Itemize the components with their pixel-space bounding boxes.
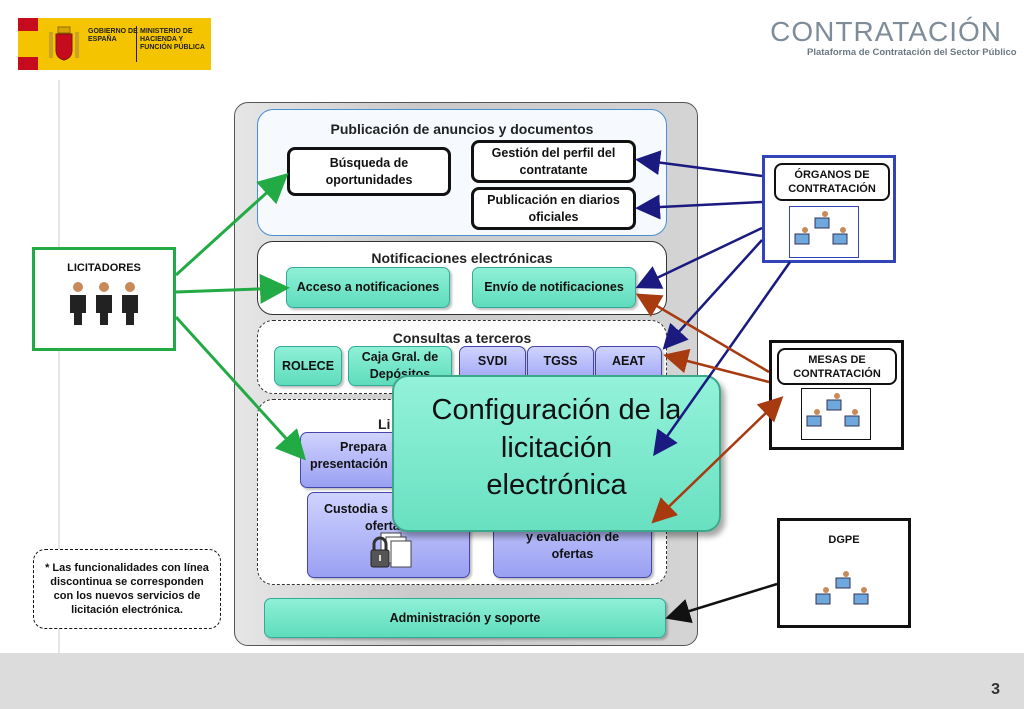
brand-logo: CONTRATACIÓN: [770, 16, 1002, 47]
configuracion-line-2: licitación: [500, 432, 613, 464]
mesas-workstations-icon: [801, 388, 871, 440]
gov-divider: [136, 26, 137, 62]
spain-flag-icon: [18, 18, 38, 70]
section-licitacion-title: Li: [378, 416, 391, 432]
mesas-label: MESAS DE CONTRATACIÓN: [777, 348, 897, 385]
brand-subtitle: Plataforma de Contratación del Sector Pú…: [807, 47, 1017, 58]
section-consultas-title: Consultas a terceros: [392, 330, 532, 346]
dgpe-label: DGPE: [828, 534, 860, 546]
page-number: 3: [991, 681, 1000, 698]
coat-of-arms-icon: [49, 26, 79, 61]
dgpe-box: [777, 518, 911, 628]
envio-notificaciones-box[interactable]: Envío de notificaciones: [472, 267, 636, 308]
footer-bar: [0, 653, 1024, 709]
configuracion-line-1: Configuración de la: [431, 394, 682, 426]
perfil-box[interactable]: Gestión del perfil del contratante: [471, 140, 636, 183]
custodia-label-2: oferta: [365, 519, 400, 533]
gov-line2: MINISTERIO DE HACIENDA Y FUNCIÓN PÚBLICA: [140, 28, 205, 51]
preparacion-label-2: presentación: [310, 457, 388, 471]
acceso-notificaciones-box[interactable]: Acceso a notificaciones: [286, 267, 450, 308]
preparacion-label-1: Prepara: [340, 440, 387, 454]
dgpe-workstations-icon: [815, 571, 869, 605]
diarios-box[interactable]: Publicación en diarios oficiales: [471, 187, 636, 230]
organos-label: ÓRGANOS DE CONTRATACIÓN: [774, 163, 890, 201]
custodia-label-1: Custodia s: [324, 502, 388, 516]
organos-workstations-icon: [789, 206, 859, 258]
section-notificaciones-title: Notificaciones electrónicas: [371, 250, 553, 266]
busqueda-box[interactable]: Búsqueda de oportunidades: [287, 147, 451, 196]
left-divider: [58, 80, 60, 655]
people-icon: [70, 282, 138, 325]
administracion-box[interactable]: Administración y soporte: [264, 598, 666, 638]
section-publicacion-title: Publicación de anuncios y documentos: [330, 121, 594, 137]
legend-note: * Las funcionalidades con línea disconti…: [33, 549, 221, 629]
padlock-documents-icon: [370, 532, 412, 568]
gov-line1: GOBIERNO DE ESPAÑA: [88, 28, 138, 43]
configuracion-line-3: electrónica: [486, 469, 627, 501]
licitadores-label: LICITADORES: [67, 262, 141, 274]
rolece-box[interactable]: ROLECE: [274, 346, 342, 386]
